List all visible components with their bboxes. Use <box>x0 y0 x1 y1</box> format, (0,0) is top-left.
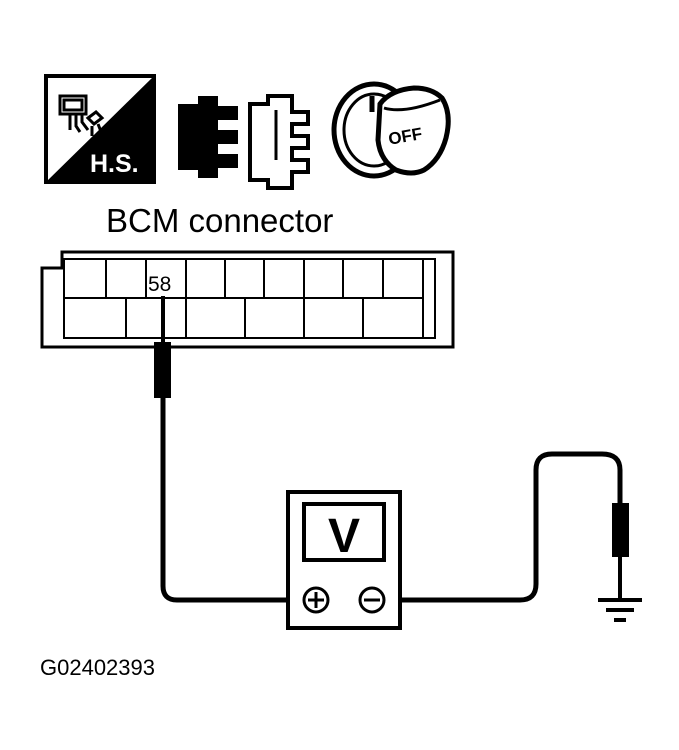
voltmeter-label: V <box>328 510 360 563</box>
disconnect-connector-icon <box>178 94 310 190</box>
hs-label: H.S. <box>90 150 139 178</box>
negative-lead-wire <box>372 451 623 603</box>
positive-lead-wire <box>160 398 316 603</box>
bcm-connector-title: BCM connector <box>106 202 333 239</box>
positive-probe <box>154 296 171 398</box>
voltmeter: V <box>286 490 402 630</box>
ground-probe <box>612 503 629 598</box>
bcm-connector: 58 <box>40 250 455 349</box>
ground-symbol-icon <box>598 598 642 622</box>
plus-terminal-icon <box>302 586 330 614</box>
ignition-off-key-icon: OFF <box>331 81 451 179</box>
figure-id: G02402393 <box>40 655 155 680</box>
terminal-58-label: 58 <box>148 273 171 296</box>
minus-terminal-icon <box>358 586 386 614</box>
harness-side-icon: H.S. <box>44 74 156 184</box>
